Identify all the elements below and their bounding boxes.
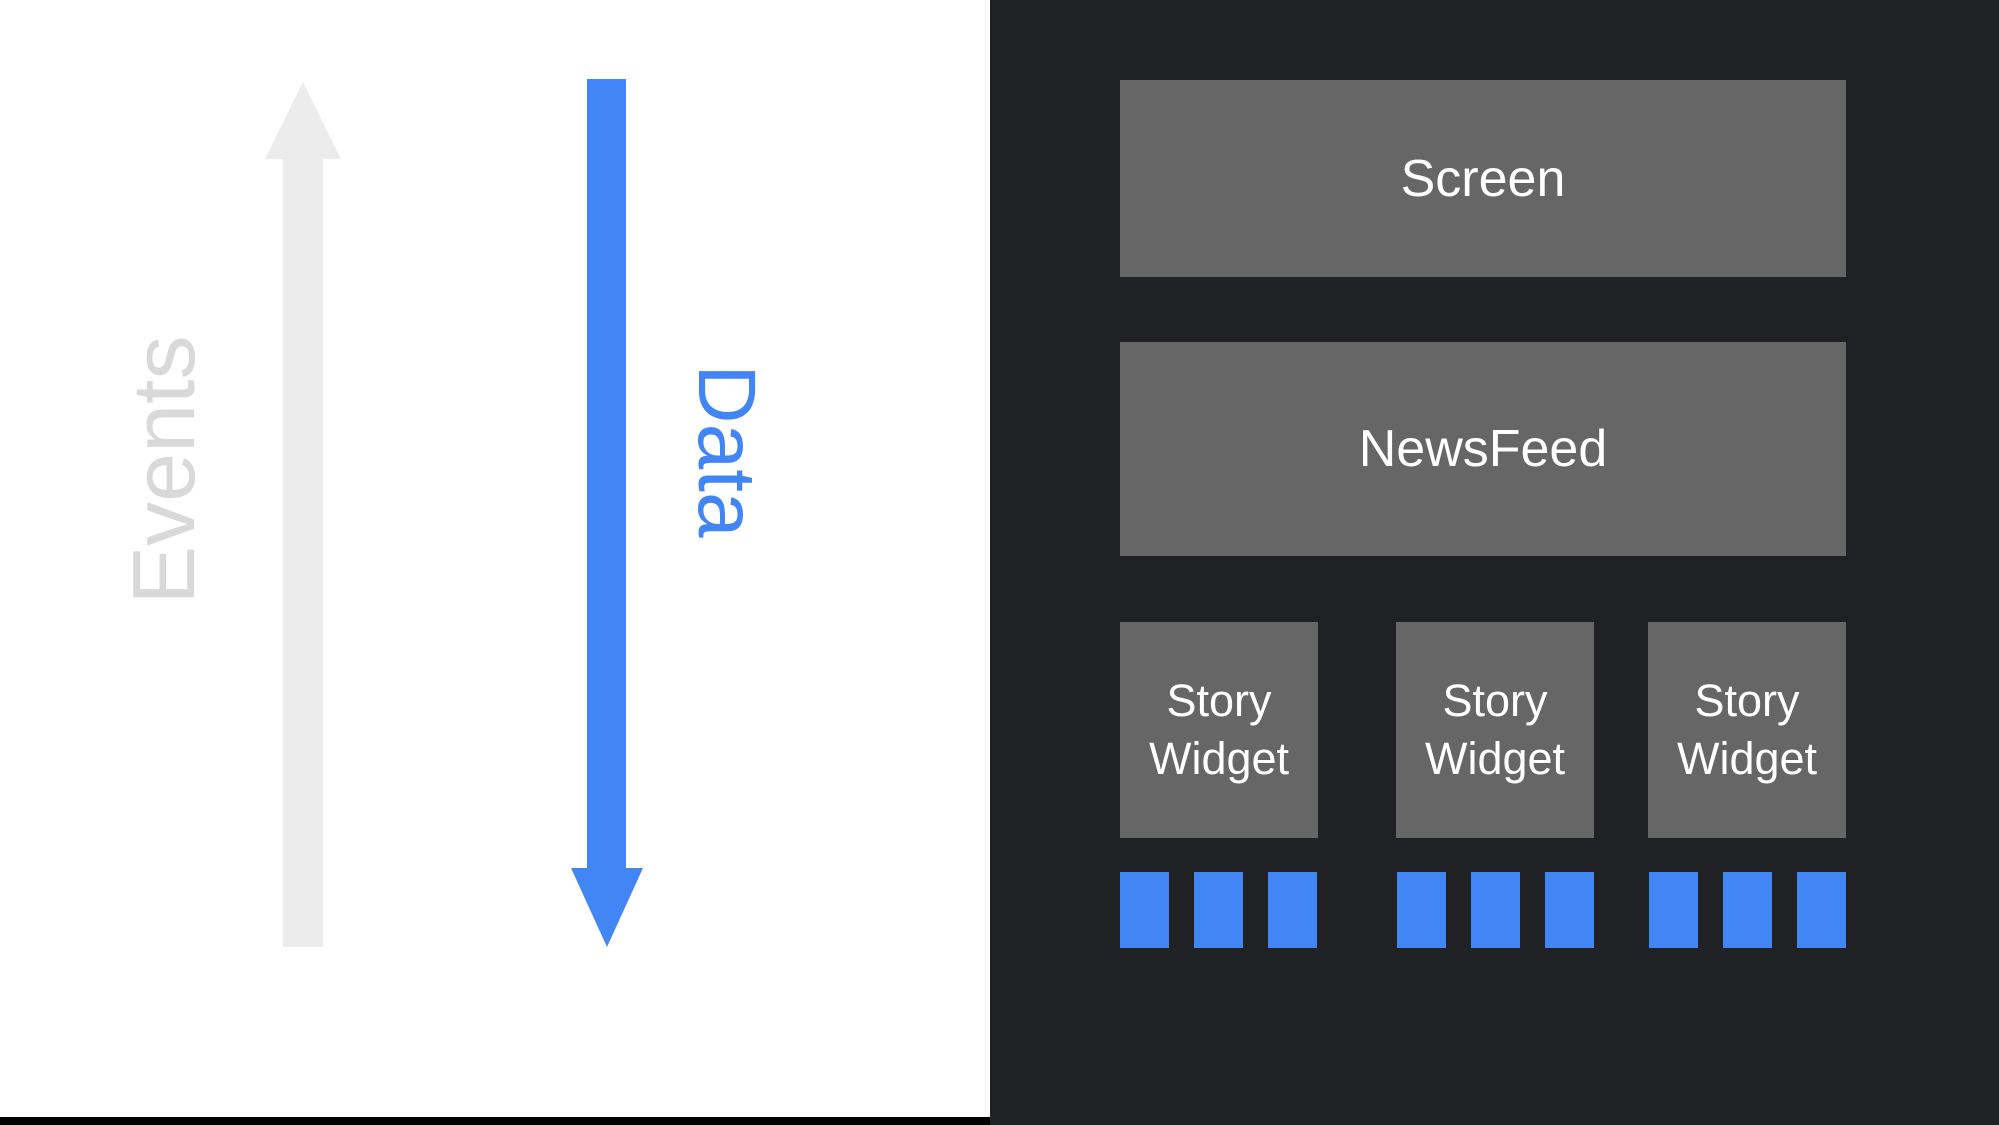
story-widget-label: Story Widget [1424, 675, 1566, 784]
story-widget-label: Story Widget [1148, 675, 1290, 784]
story-data-squares [1120, 872, 1317, 948]
story-data-square [1471, 872, 1520, 948]
screen-box: Screen [1120, 80, 1846, 277]
newsfeed-box: NewsFeed [1120, 342, 1846, 556]
screen-label: Screen [1400, 149, 1566, 208]
story-data-squares [1649, 872, 1846, 948]
story-data-square [1797, 872, 1846, 948]
story-widget-box: Story Widget [1396, 622, 1594, 838]
story-data-square [1649, 872, 1698, 948]
story-widget-box: Story Widget [1120, 622, 1318, 838]
story-data-square [1723, 872, 1772, 948]
story-data-square [1194, 872, 1243, 948]
story-widget-box: Story Widget [1648, 622, 1846, 838]
data-down-arrowhead-icon [571, 868, 643, 947]
story-data-square [1268, 872, 1317, 948]
data-label: Data [681, 364, 772, 538]
story-data-square [1545, 872, 1594, 948]
story-data-square [1120, 872, 1169, 948]
events-up-arrowhead-icon [265, 82, 341, 159]
widget-tree-panel: Screen NewsFeed Story Widget Story Widge… [990, 0, 1999, 1125]
data-down-arrow-icon [587, 79, 626, 869]
story-data-squares [1397, 872, 1594, 948]
events-label: Events [114, 335, 213, 605]
story-data-square [1397, 872, 1446, 948]
story-widget-label: Story Widget [1676, 675, 1818, 784]
newsfeed-label: NewsFeed [1358, 420, 1608, 478]
events-up-arrow-icon [283, 157, 323, 947]
